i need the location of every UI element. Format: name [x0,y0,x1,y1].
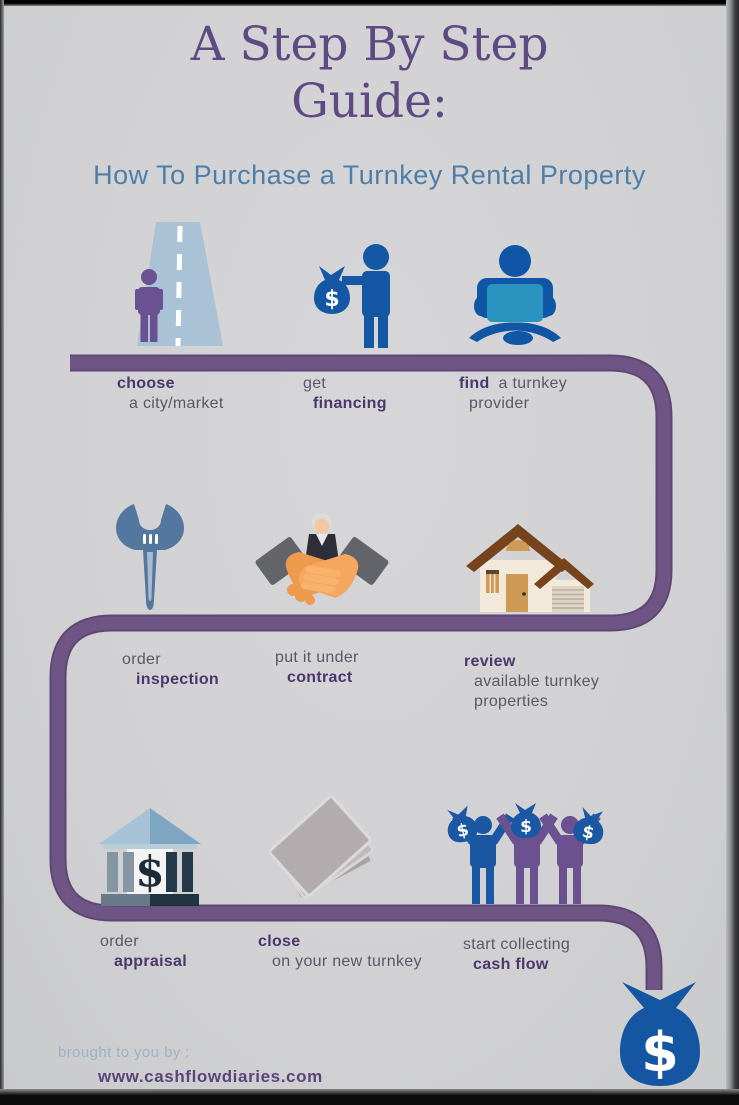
step-label-cash-flow: start collecting cash flow [463,935,570,975]
garage-door [552,586,584,612]
step-label-inspection: order inspection [122,650,219,690]
step-label-bold: find [459,375,490,392]
step-label-contract: put it under contract [275,648,359,688]
paper-stack-icon [268,795,374,901]
bank-icon: $ [99,808,201,906]
road-person-icon [135,222,223,346]
step-label-bold: choose [117,375,175,392]
step-label-financing: get financing [303,374,387,414]
step-label-bold: cash flow [473,956,549,973]
laptop-person-icon [469,245,561,345]
step-label-pre: get [303,375,327,392]
house-icon [466,524,594,612]
step-label-bold: appraisal [114,953,187,970]
step-label-review: review available turnkey properties [464,652,599,712]
step-label-pre: start collecting [463,936,571,953]
title-line-2: Guide: [291,74,448,129]
path-fill [51,356,671,990]
cash-people-icon: $ $ $ [447,803,604,904]
handshake-icon [255,513,389,605]
step-label-close: close on your new turnkey [258,932,422,972]
notary-figure [305,513,339,562]
step-label-bold: close [258,933,301,950]
wrench-icon [116,504,184,610]
step-label-pre: put it under [275,649,359,666]
step-label-choose: choose a city/market [117,374,224,414]
frame-edge-right [726,0,739,1105]
dollar-glyph: $ [580,822,596,844]
step-label-bold: contract [287,669,353,686]
step-label-rest: a turnkey [498,375,568,392]
money-bag-hand-icon: $ [314,244,390,348]
dollar-glyph: $ [520,817,532,837]
person-figure [135,269,163,342]
laptop [487,284,543,322]
page-title: A Step By Step Guide: [0,16,739,130]
step-label-rest: provider [469,395,530,412]
dollar-glyph: $ [324,287,339,312]
footer: brought to you by : www.cashflowdiaries.… [58,1044,323,1087]
small-money-bag: $ [447,805,478,843]
step-label-bold: inspection [136,671,220,688]
step-label-rest: on your new turnkey [272,953,422,970]
step-label-appraisal: order appraisal [100,932,187,972]
step-label-rest: a city/market [129,395,224,412]
dollar-glyph: $ [135,847,164,896]
step-label-bold: review [464,653,516,670]
small-money-bag [314,266,350,314]
step-label-bold: financing [313,395,387,412]
page-subtitle: How To Purchase a Turnkey Rental Propert… [93,160,646,190]
step-label-rest: available turnkey [474,673,600,690]
frame-edge-top [0,0,739,6]
step-label-rest: properties [474,693,549,710]
title-line-1: A Step By Step [190,17,549,72]
frame-edge-bottom [0,1089,739,1105]
step-label-pre: order [100,933,139,950]
footer-website: www.cashflowdiaries.com [98,1067,323,1086]
footer-prefix: brought to you by : [58,1044,190,1061]
dollar-glyph: $ [641,1021,679,1084]
step-label-pre: order [122,651,161,668]
shaking-hands [285,552,359,605]
step-label-find-provider: find a turnkey provider [459,374,567,414]
dollar-glyph: $ [455,820,471,842]
frame-edge-left [0,0,4,1105]
small-money-bag: $ [511,803,541,838]
money-bag-icon: $ [620,982,700,1086]
small-money-bag: $ [573,807,604,845]
